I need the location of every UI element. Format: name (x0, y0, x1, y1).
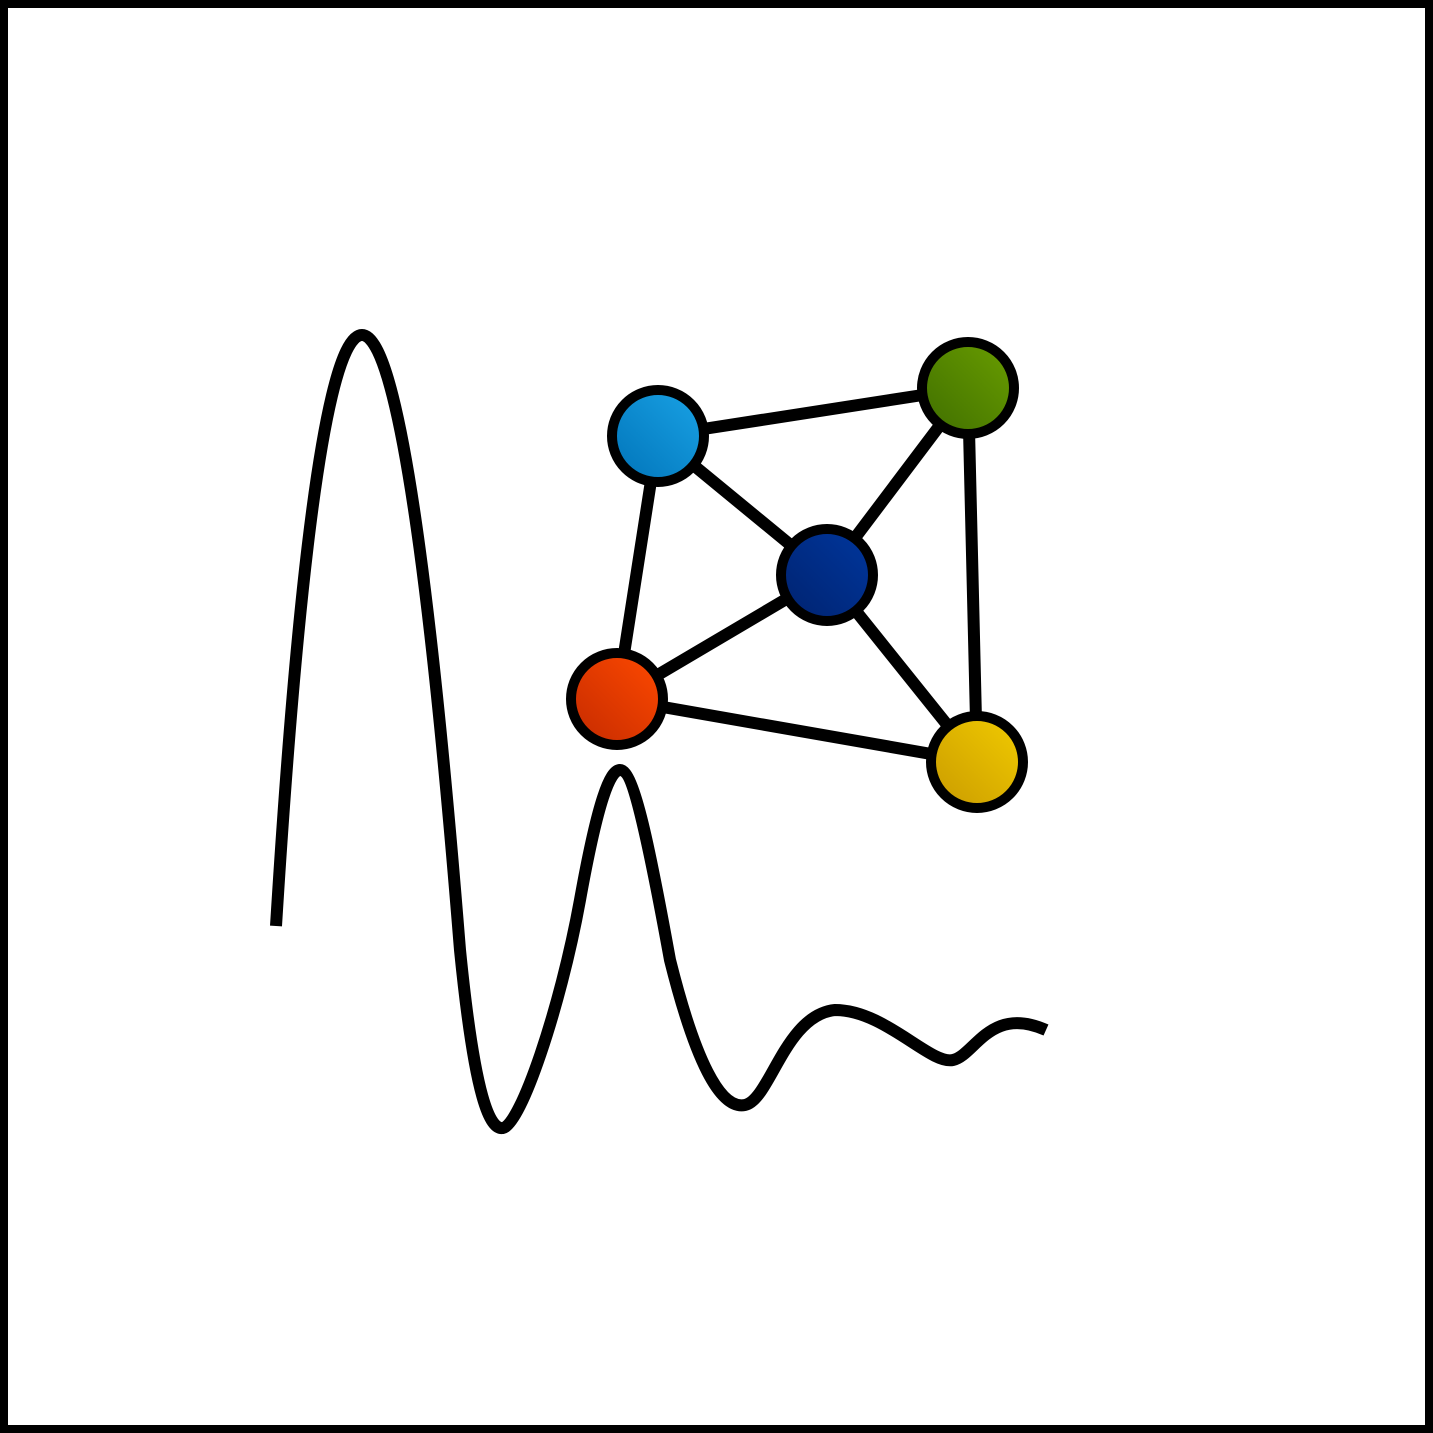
node-green (917, 337, 1019, 439)
edge-green-yellow (962, 382, 983, 768)
node-yellow (926, 711, 1028, 813)
node-red (566, 648, 668, 750)
node-navy (776, 524, 878, 626)
network-nodes (566, 337, 1028, 813)
edge-red-yellow (611, 693, 983, 768)
edge-lightblue-green (652, 382, 974, 442)
node-light-blue (607, 385, 709, 487)
waveform-curve (270, 329, 1049, 1135)
